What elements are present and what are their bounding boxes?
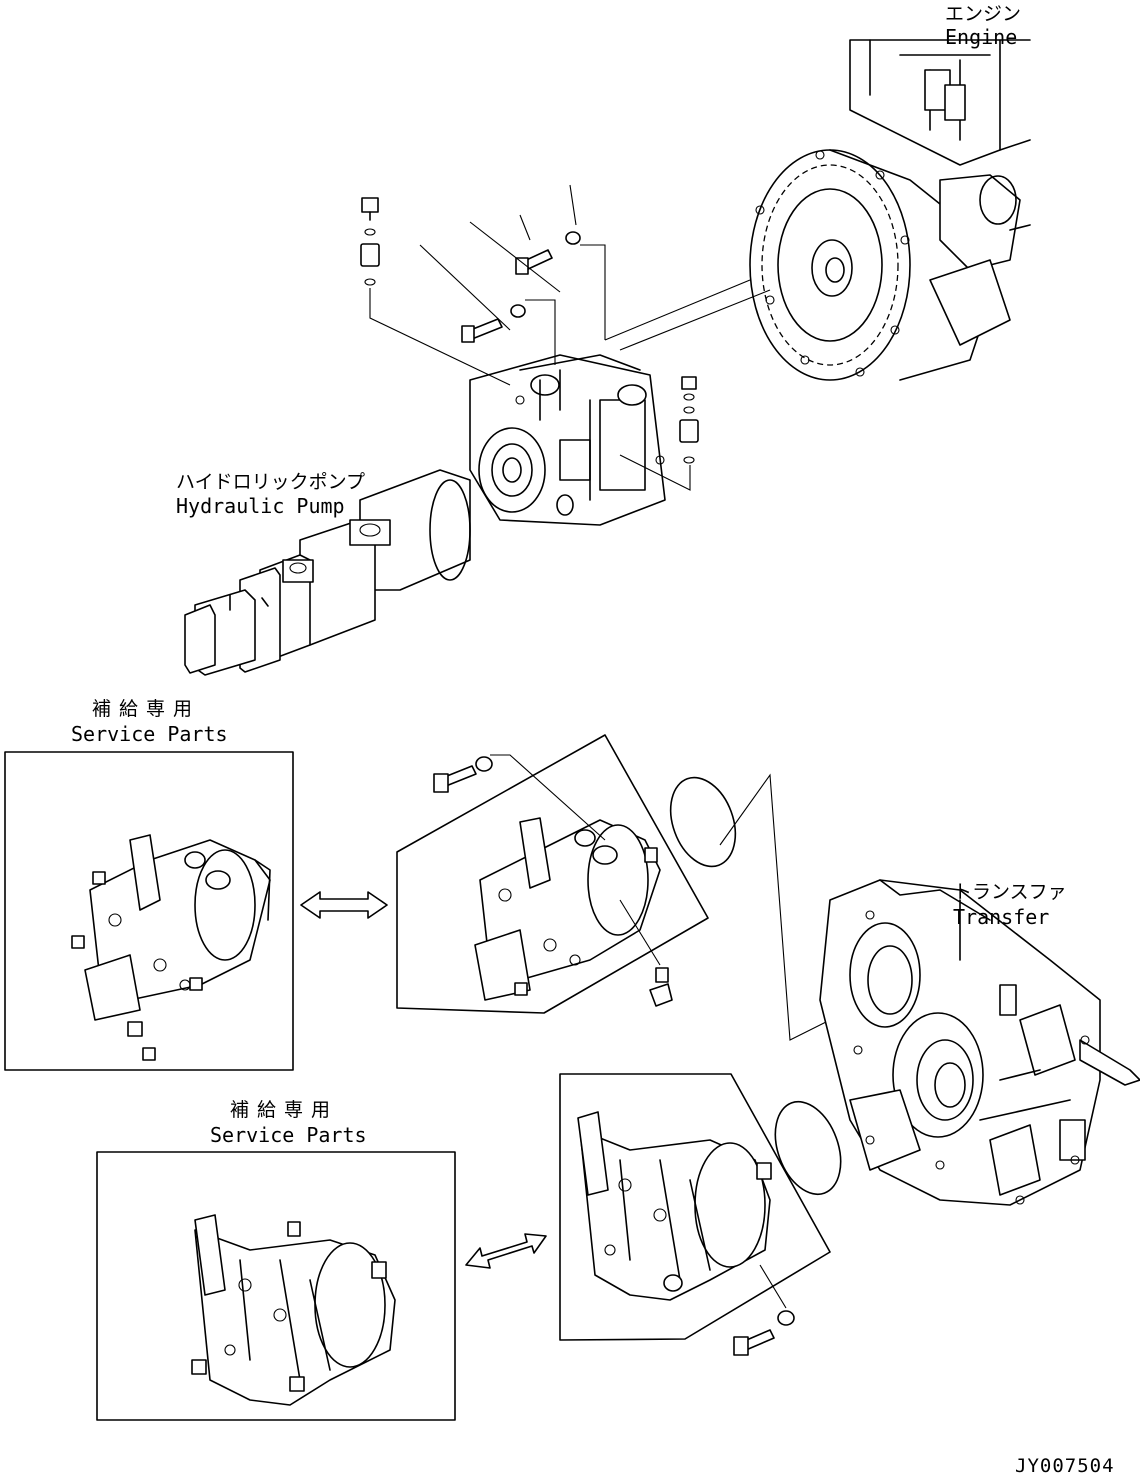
pump-label-jp: ハイドロリックポンプ xyxy=(176,471,365,493)
engine-label-jp: エンジン xyxy=(945,3,1021,25)
service-parts-2-drawing xyxy=(191,1214,396,1406)
service-parts-2-label-jp: 補給専用 xyxy=(230,1099,338,1121)
interchangeable-arrow-1 xyxy=(300,891,388,919)
service-parts-2-label: Service Parts xyxy=(210,1123,367,1147)
service-parts-1-drawing xyxy=(71,834,271,1061)
hydraulic-pump-drawing xyxy=(469,354,666,526)
motor-2-drawing xyxy=(577,1111,772,1301)
assembly-lines-top xyxy=(369,184,771,491)
engine-drawing xyxy=(749,39,1031,381)
pump-hardware xyxy=(360,197,699,464)
service-parts-1-box xyxy=(4,751,294,1071)
service-parts-1-label-jp: 補給専用 xyxy=(92,698,200,720)
motor-1-panel xyxy=(396,734,709,1014)
interchangeable-arrow-2 xyxy=(465,1233,547,1269)
motor-1-hardware xyxy=(433,754,673,1007)
motor-1-drawing xyxy=(474,817,661,1001)
transfer-assembly-line xyxy=(719,773,851,1041)
service-parts-1-label: Service Parts xyxy=(71,722,228,746)
transfer-drawing xyxy=(819,879,1140,1206)
o-ring-2 xyxy=(774,1100,842,1196)
hydraulic-pump-view xyxy=(184,469,471,676)
drawing-number: JY007504 xyxy=(1015,1455,1115,1477)
transfer-label: Transfer xyxy=(953,905,1049,929)
motor-2-panel xyxy=(559,1073,831,1341)
o-ring-1 xyxy=(669,776,737,868)
transfer-label-jp: トランスファ xyxy=(953,881,1067,903)
engine-label: Engine xyxy=(945,25,1017,49)
motor-2-hardware xyxy=(733,1264,795,1356)
pump-label: Hydraulic Pump xyxy=(176,494,345,518)
service-parts-2-box xyxy=(96,1151,456,1421)
